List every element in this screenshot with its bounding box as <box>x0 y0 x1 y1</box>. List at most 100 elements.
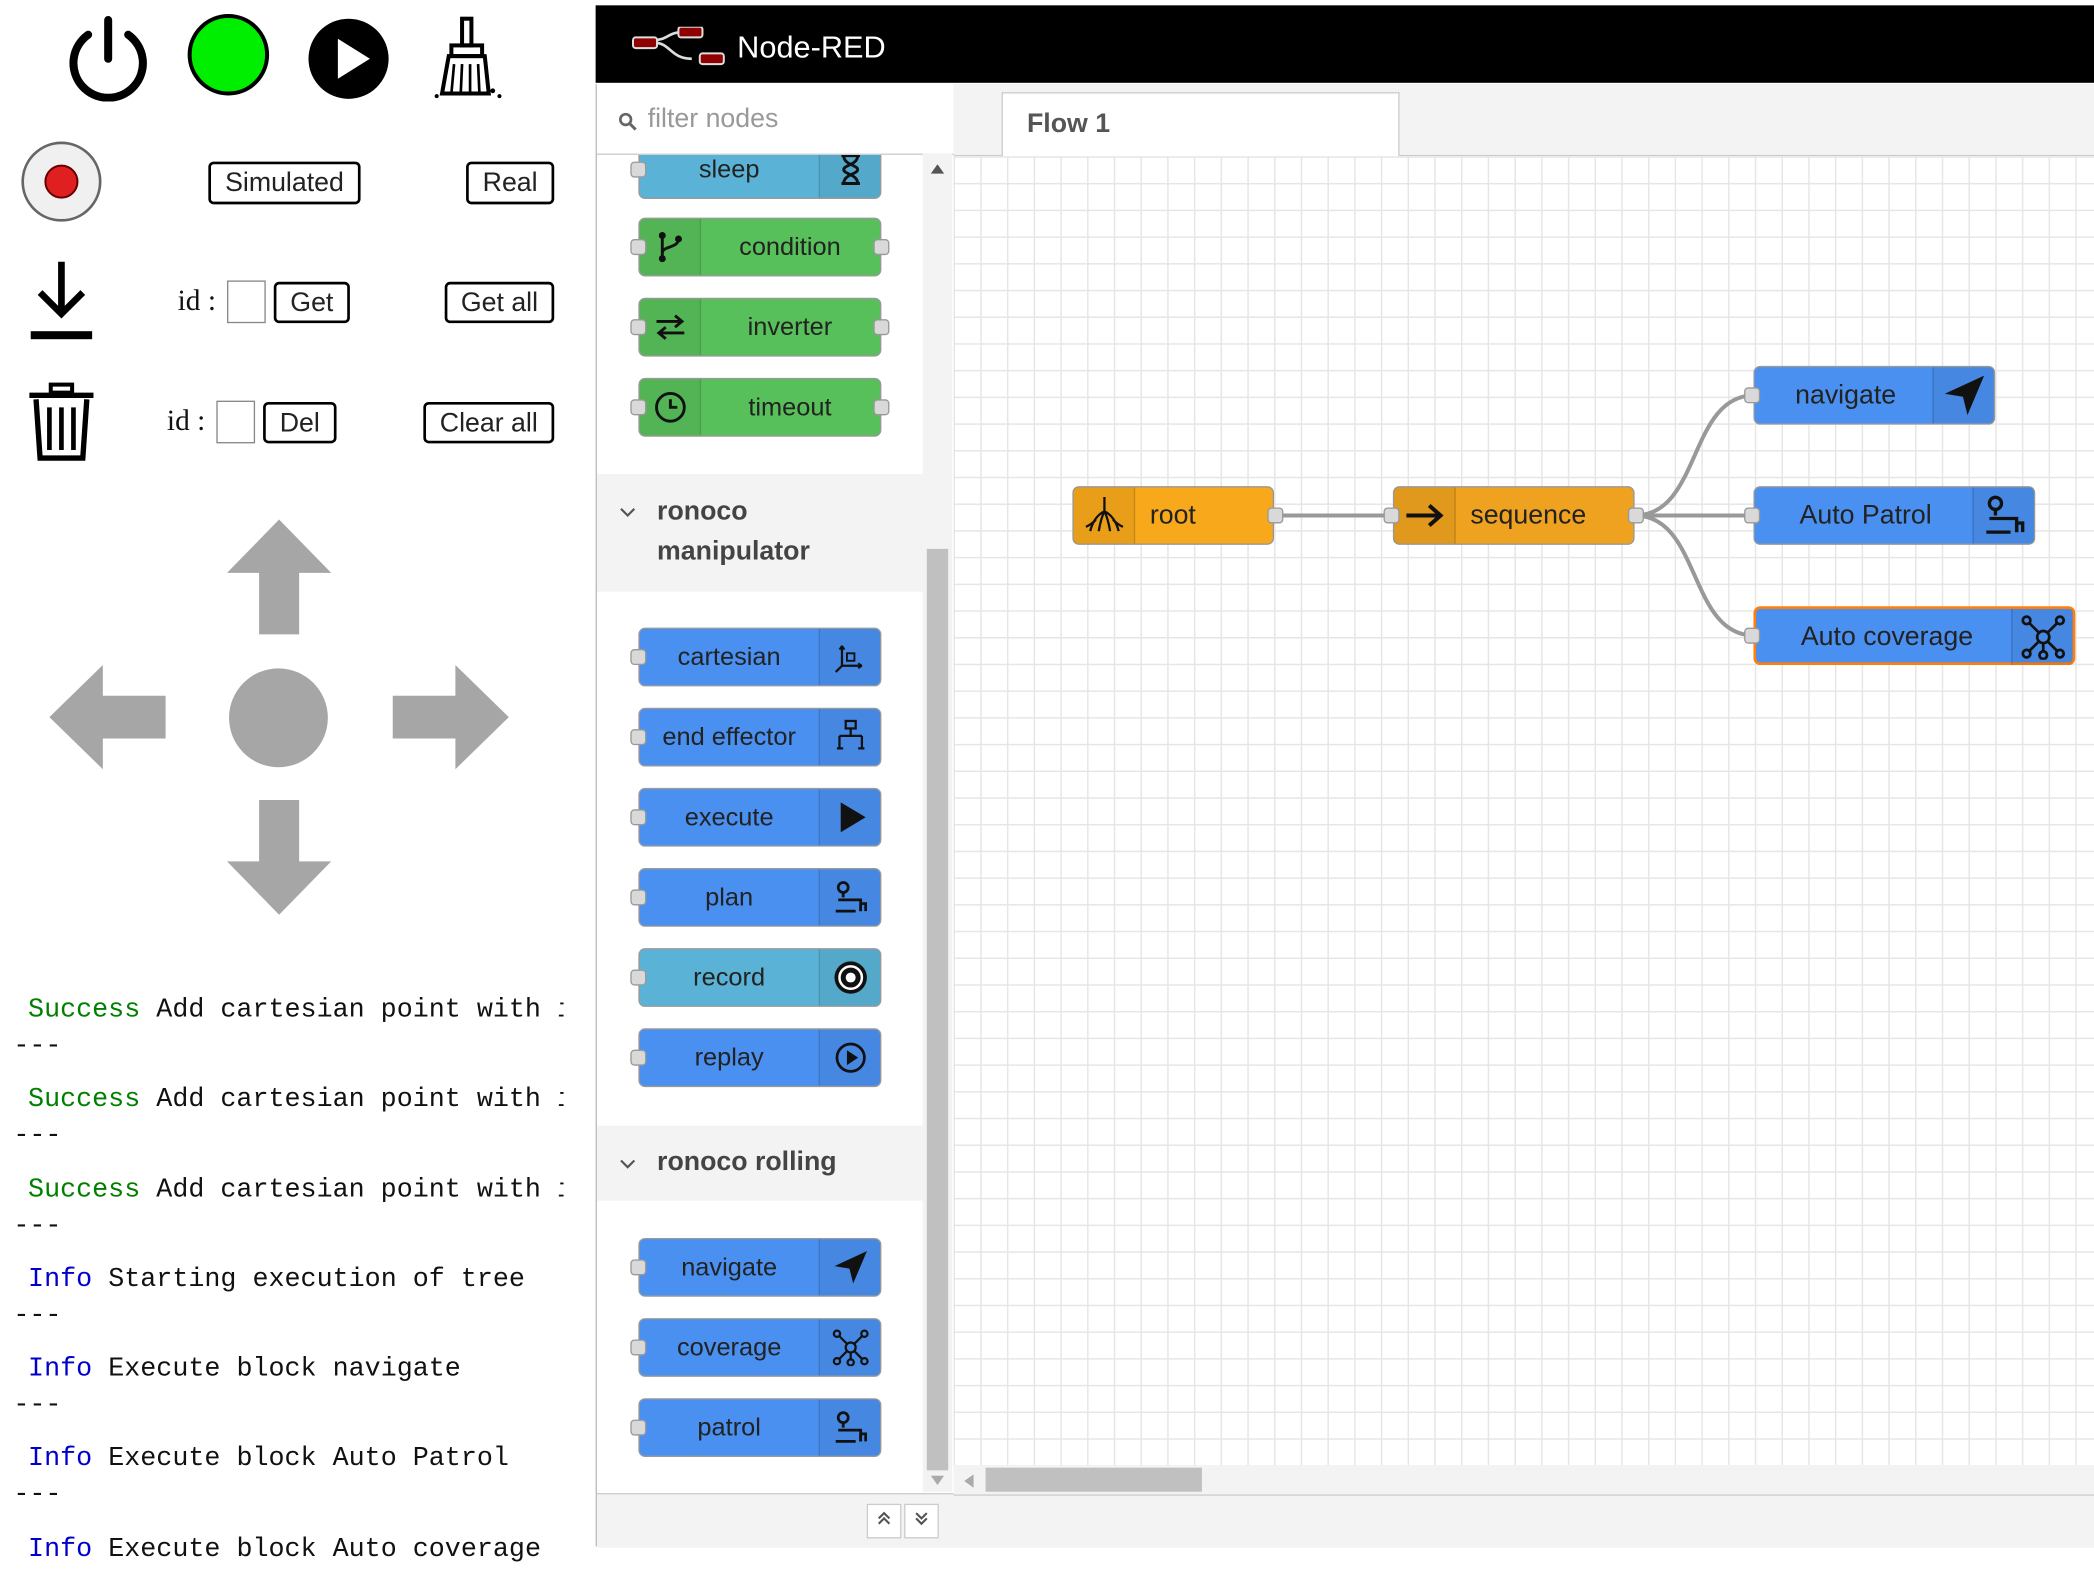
palette-scroll-thumb[interactable] <box>926 548 949 1471</box>
input-port[interactable] <box>630 649 647 666</box>
palette-node-navigate[interactable]: navigate <box>638 1237 882 1297</box>
record-button-icon[interactable] <box>20 140 103 223</box>
flow-node-auto-patrol[interactable]: Auto Patrol <box>1753 486 2036 545</box>
output-port[interactable] <box>873 319 890 336</box>
get-all-button[interactable]: Get all <box>444 281 555 324</box>
input-port[interactable] <box>630 1419 647 1436</box>
log-separator: --- <box>13 1390 62 1422</box>
arrow-right-icon <box>1405 504 1443 527</box>
input-port[interactable] <box>1383 507 1400 524</box>
clear-all-button[interactable]: Clear all <box>423 401 555 444</box>
log-line: Info Execute block Auto Patrol <box>13 1438 563 1481</box>
palette-node-label: execute <box>684 803 774 832</box>
log-line: Success Add cartesian point with id <box>13 988 564 1031</box>
play-icon <box>840 802 865 833</box>
palette-node-label: coverage <box>676 1334 782 1363</box>
input-port[interactable] <box>630 161 647 178</box>
palette-node-record[interactable]: record <box>638 948 882 1007</box>
output-port[interactable] <box>1267 507 1284 524</box>
flow-node-root[interactable]: root <box>1072 486 1275 545</box>
arrow-down-icon[interactable] <box>227 799 332 916</box>
id-label-del: id : <box>166 403 206 437</box>
simulated-button[interactable]: Simulated <box>208 161 361 205</box>
center-stop-icon[interactable] <box>226 665 332 771</box>
input-port[interactable] <box>630 239 647 256</box>
flow-node-navigate[interactable]: navigate <box>1753 365 1996 425</box>
log-entry: Info Execute block Auto coverage <box>13 1527 563 1575</box>
log-message: Add cartesian point with id <box>156 994 564 1026</box>
real-button[interactable]: Real <box>466 161 555 205</box>
broom-icon[interactable] <box>430 16 510 101</box>
get-button[interactable]: Get <box>273 281 350 324</box>
input-port[interactable] <box>630 969 647 986</box>
palette-node-plan[interactable]: plan <box>638 868 882 927</box>
play-icon[interactable] <box>306 16 391 101</box>
palette-node-patrol[interactable]: patrol <box>638 1398 882 1457</box>
input-port[interactable] <box>630 809 647 826</box>
gripper-icon <box>836 719 864 750</box>
del-button[interactable]: Del <box>263 401 337 444</box>
input-port[interactable] <box>1744 627 1761 644</box>
scroll-left-icon[interactable] <box>964 1474 975 1488</box>
palette-node-icon-box <box>639 379 702 436</box>
input-port[interactable] <box>630 1049 647 1066</box>
category-name: ronoco <box>657 496 748 527</box>
arrow-right-icon[interactable] <box>392 665 511 770</box>
swap-arrows-icon <box>655 314 684 340</box>
tab-flow-1[interactable]: Flow 1 <box>1001 92 1400 157</box>
input-port[interactable] <box>630 1339 647 1356</box>
trash-icon[interactable] <box>27 381 96 464</box>
power-icon[interactable] <box>64 13 152 102</box>
download-icon[interactable] <box>27 256 96 344</box>
filter-input[interactable]: filter nodes <box>647 104 779 134</box>
palette-node-cartesian[interactable]: cartesian <box>638 627 882 687</box>
flow-node-label: sequence <box>1470 500 1587 531</box>
palette-node-end-effector[interactable]: end effector <box>638 707 882 767</box>
workspace-scroll-thumb[interactable] <box>985 1467 1202 1492</box>
flow-node-icon-box <box>1932 367 1994 424</box>
output-port[interactable] <box>873 399 890 416</box>
flow-node-label: navigate <box>1795 380 1897 410</box>
palette-node-timeout[interactable]: timeout <box>638 377 882 437</box>
palette-node-label: end effector <box>662 723 796 752</box>
input-port[interactable] <box>630 319 647 336</box>
palette-node-label: cartesian <box>677 643 781 672</box>
input-port[interactable] <box>1744 387 1761 404</box>
input-port[interactable] <box>630 1259 647 1276</box>
arrow-up-icon[interactable] <box>227 519 332 635</box>
arrow-left-icon[interactable] <box>49 665 167 770</box>
scroll-up-icon[interactable] <box>930 164 945 175</box>
workspace-scrollbar[interactable] <box>953 1464 2094 1495</box>
flow-node-icon-box <box>1972 487 2034 544</box>
palette-node-label: timeout <box>748 393 832 423</box>
palette-node-inverter[interactable]: inverter <box>638 297 882 357</box>
palette-node-execute[interactable]: execute <box>638 787 882 847</box>
palette-scrollbar[interactable] <box>922 153 953 1492</box>
palette-node-condition[interactable]: condition <box>638 217 882 277</box>
palette-node-label: plan <box>705 884 754 913</box>
input-port[interactable] <box>630 399 647 416</box>
expand-all-button[interactable] <box>904 1503 939 1539</box>
log-line: Info Execute block navigate <box>13 1348 563 1391</box>
chevron-down-icon <box>620 1159 636 1169</box>
flow-node-sequence[interactable]: sequence <box>1392 486 1635 545</box>
output-port[interactable] <box>873 239 890 256</box>
scroll-down-icon[interactable] <box>930 1475 945 1487</box>
filter-bar[interactable]: filter nodes <box>596 84 954 155</box>
record-icon <box>833 961 867 994</box>
input-port[interactable] <box>1744 507 1761 524</box>
collapse-all-button[interactable] <box>866 1503 902 1539</box>
input-port[interactable] <box>630 889 647 906</box>
log-space <box>92 1265 108 1296</box>
palette-node-coverage[interactable]: coverage <box>638 1318 882 1377</box>
get-id-input[interactable] <box>227 280 266 324</box>
flow-node-auto-coverage[interactable]: Auto coverage <box>1753 606 2076 666</box>
del-id-input[interactable] <box>216 400 256 444</box>
palette-node-replay[interactable]: replay <box>638 1028 882 1088</box>
output-port[interactable] <box>1627 507 1644 524</box>
category-header[interactable]: ronoco rolling <box>596 1125 925 1201</box>
input-port[interactable] <box>630 729 647 746</box>
